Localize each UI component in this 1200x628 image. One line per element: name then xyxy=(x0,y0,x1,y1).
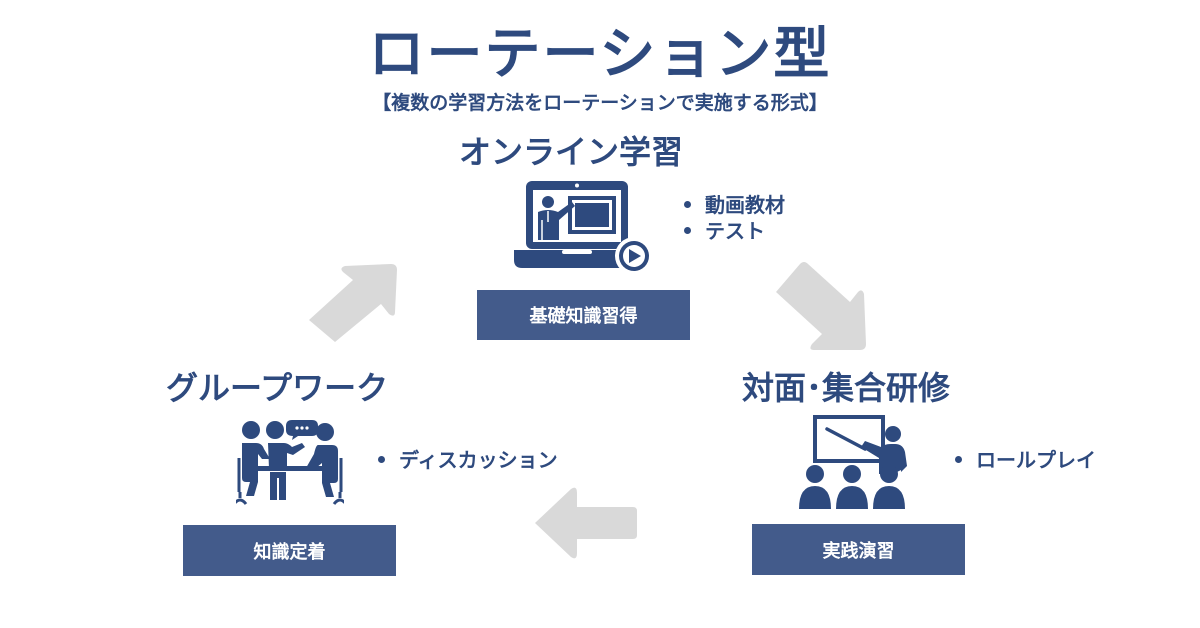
classroom-training-bullets: ロールプレイ xyxy=(955,447,1096,473)
arrow-up-right-icon xyxy=(305,258,405,350)
group-discussion-icon xyxy=(236,418,344,506)
group-work-tag: 知識定着 xyxy=(183,525,396,576)
classroom-presentation-icon xyxy=(795,415,915,513)
group-work-title: グループワーク xyxy=(166,369,389,407)
online-learning-bullets: 動画教材 テスト xyxy=(684,192,785,244)
bullet-dot-icon xyxy=(955,456,962,463)
classroom-training-title: 対面･集合研修 xyxy=(742,369,951,407)
online-learning-tag: 基礎知識習得 xyxy=(477,290,690,340)
bullet-item: テスト xyxy=(684,218,785,244)
diagram-subtitle: 【複数の学習方法をローテーションで実施する形式】 xyxy=(372,92,828,114)
bullet-item: ロールプレイ xyxy=(955,447,1096,473)
arrow-left-icon xyxy=(533,487,639,559)
online-learning-title: オンライン学習 xyxy=(459,133,684,171)
group-work-bullets: ディスカッション xyxy=(378,447,558,473)
bullet-item: 動画教材 xyxy=(684,192,785,218)
bullet-dot-icon xyxy=(378,456,385,463)
laptop-video-lecture-icon xyxy=(512,178,658,274)
arrow-down-right-icon xyxy=(776,258,868,358)
bullet-dot-icon xyxy=(684,227,691,234)
bullet-item: ディスカッション xyxy=(378,447,558,473)
classroom-training-tag: 実践演習 xyxy=(752,524,965,575)
bullet-dot-icon xyxy=(684,201,691,208)
diagram-title: ローテーション型 xyxy=(368,22,832,87)
